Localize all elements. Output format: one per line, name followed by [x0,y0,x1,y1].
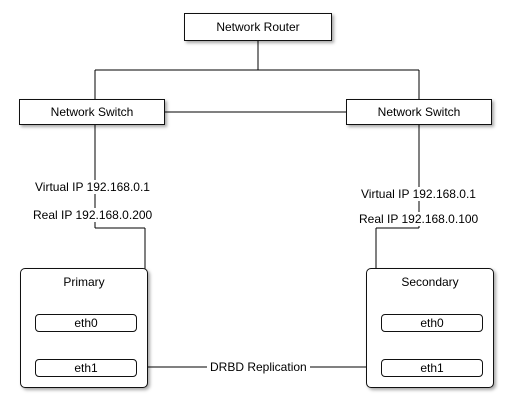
drbd-replication-label: DRBD Replication [207,360,310,374]
secondary-host-box: Secondary eth0 eth1 [366,268,494,388]
primary-real-ip-label: Real IP 192.168.0.200 [33,208,153,222]
secondary-real-ip-label: Real IP 192.168.0.100 [359,212,479,226]
network-router-label: Network Router [216,20,300,34]
network-switch-right-box: Network Switch [346,99,492,125]
secondary-eth0-label: eth0 [420,316,444,330]
primary-eth1-box: eth1 [35,359,137,377]
network-switch-left-label: Network Switch [50,105,134,119]
network-switch-left-box: Network Switch [19,99,165,125]
secondary-eth0-box: eth0 [381,314,483,332]
secondary-eth1-label: eth1 [420,361,444,375]
primary-virtual-ip-label: Virtual IP 192.168.0.1 [35,180,150,194]
secondary-eth1-box: eth1 [381,359,483,377]
primary-eth0-box: eth0 [35,314,137,332]
primary-host-title: Primary [63,275,105,289]
primary-eth1-label: eth1 [74,361,98,375]
primary-host-box: Primary eth0 eth1 [20,268,148,388]
network-router-box: Network Router [184,13,332,41]
secondary-virtual-ip-label: Virtual IP 192.168.0.1 [361,187,476,201]
network-switch-right-label: Network Switch [377,105,461,119]
secondary-host-title: Secondary [401,275,459,289]
primary-eth0-label: eth0 [74,316,98,330]
